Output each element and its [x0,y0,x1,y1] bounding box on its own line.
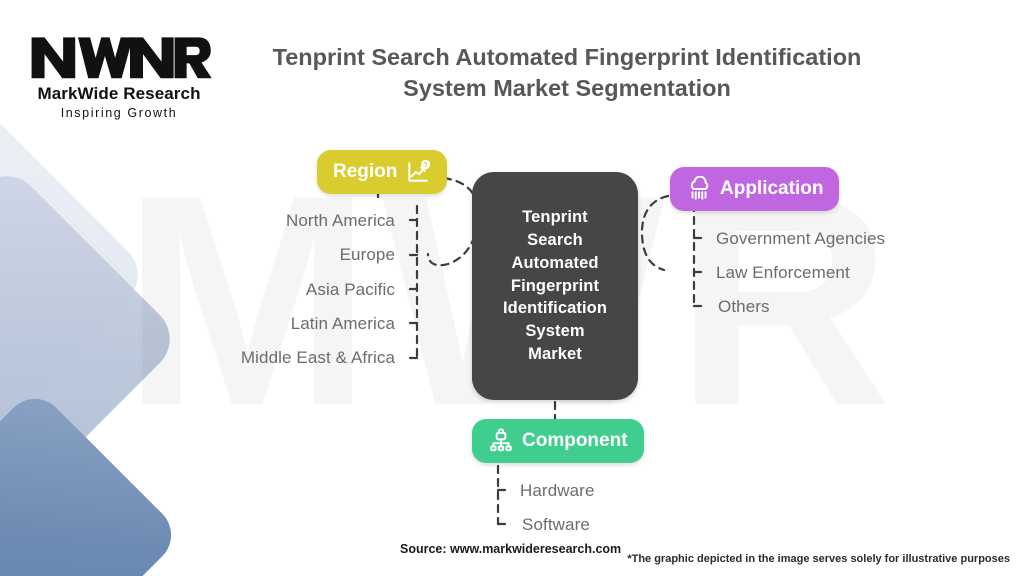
leaf-component-software: Software [522,515,590,534]
center-node: Tenprint Search Automated Fingerprint Id… [472,172,638,400]
arc-application [640,194,670,272]
logo-company-name: MarkWide Research [37,84,201,103]
arc-region [426,176,480,267]
logo-tagline: Inspiring Growth [60,106,178,120]
leaf-application-law-enforcement: Law Enforcement [716,263,850,282]
cloud-rain-icon [686,176,712,202]
leaf-application-others: Others [718,297,770,316]
leaf-region-asia-pacific: Asia Pacific [305,280,395,299]
branch-badge-application[interactable]: Application [670,167,840,211]
center-node-label: Tenprint Search Automated Fingerprint Id… [502,208,608,363]
leaf-component-hardware: Hardware [520,481,595,500]
network-lock-icon [488,428,514,454]
svg-text:?: ? [424,162,428,169]
disclaimer-text: *The graphic depicted in the image serve… [627,553,1010,565]
leaf-region-latin-america: Latin America [290,314,395,333]
leaf-application-government-agencies: Government Agencies [716,229,886,248]
branch-label-application: Application [720,178,824,199]
source-text: Source: www.markwideresearch.com [400,542,622,556]
mwr-logo-icon [31,37,212,79]
leaf-region-europe: Europe [339,245,395,264]
branch-badge-component[interactable]: Component [472,419,644,463]
brand-logo: MarkWide Research Inspiring Growth [24,30,214,120]
leaf-region-middle-east-africa: Middle East & Africa [240,348,395,367]
leaf-region-north-america: North America [285,211,395,230]
branch-label-region: Region [333,161,398,182]
page-title: Tenprint Search Automated Fingerprint Id… [272,44,862,102]
branch-label-component: Component [522,430,628,451]
chart-question-icon: ? [405,159,431,185]
branch-badge-region[interactable]: Region ? [317,150,448,194]
